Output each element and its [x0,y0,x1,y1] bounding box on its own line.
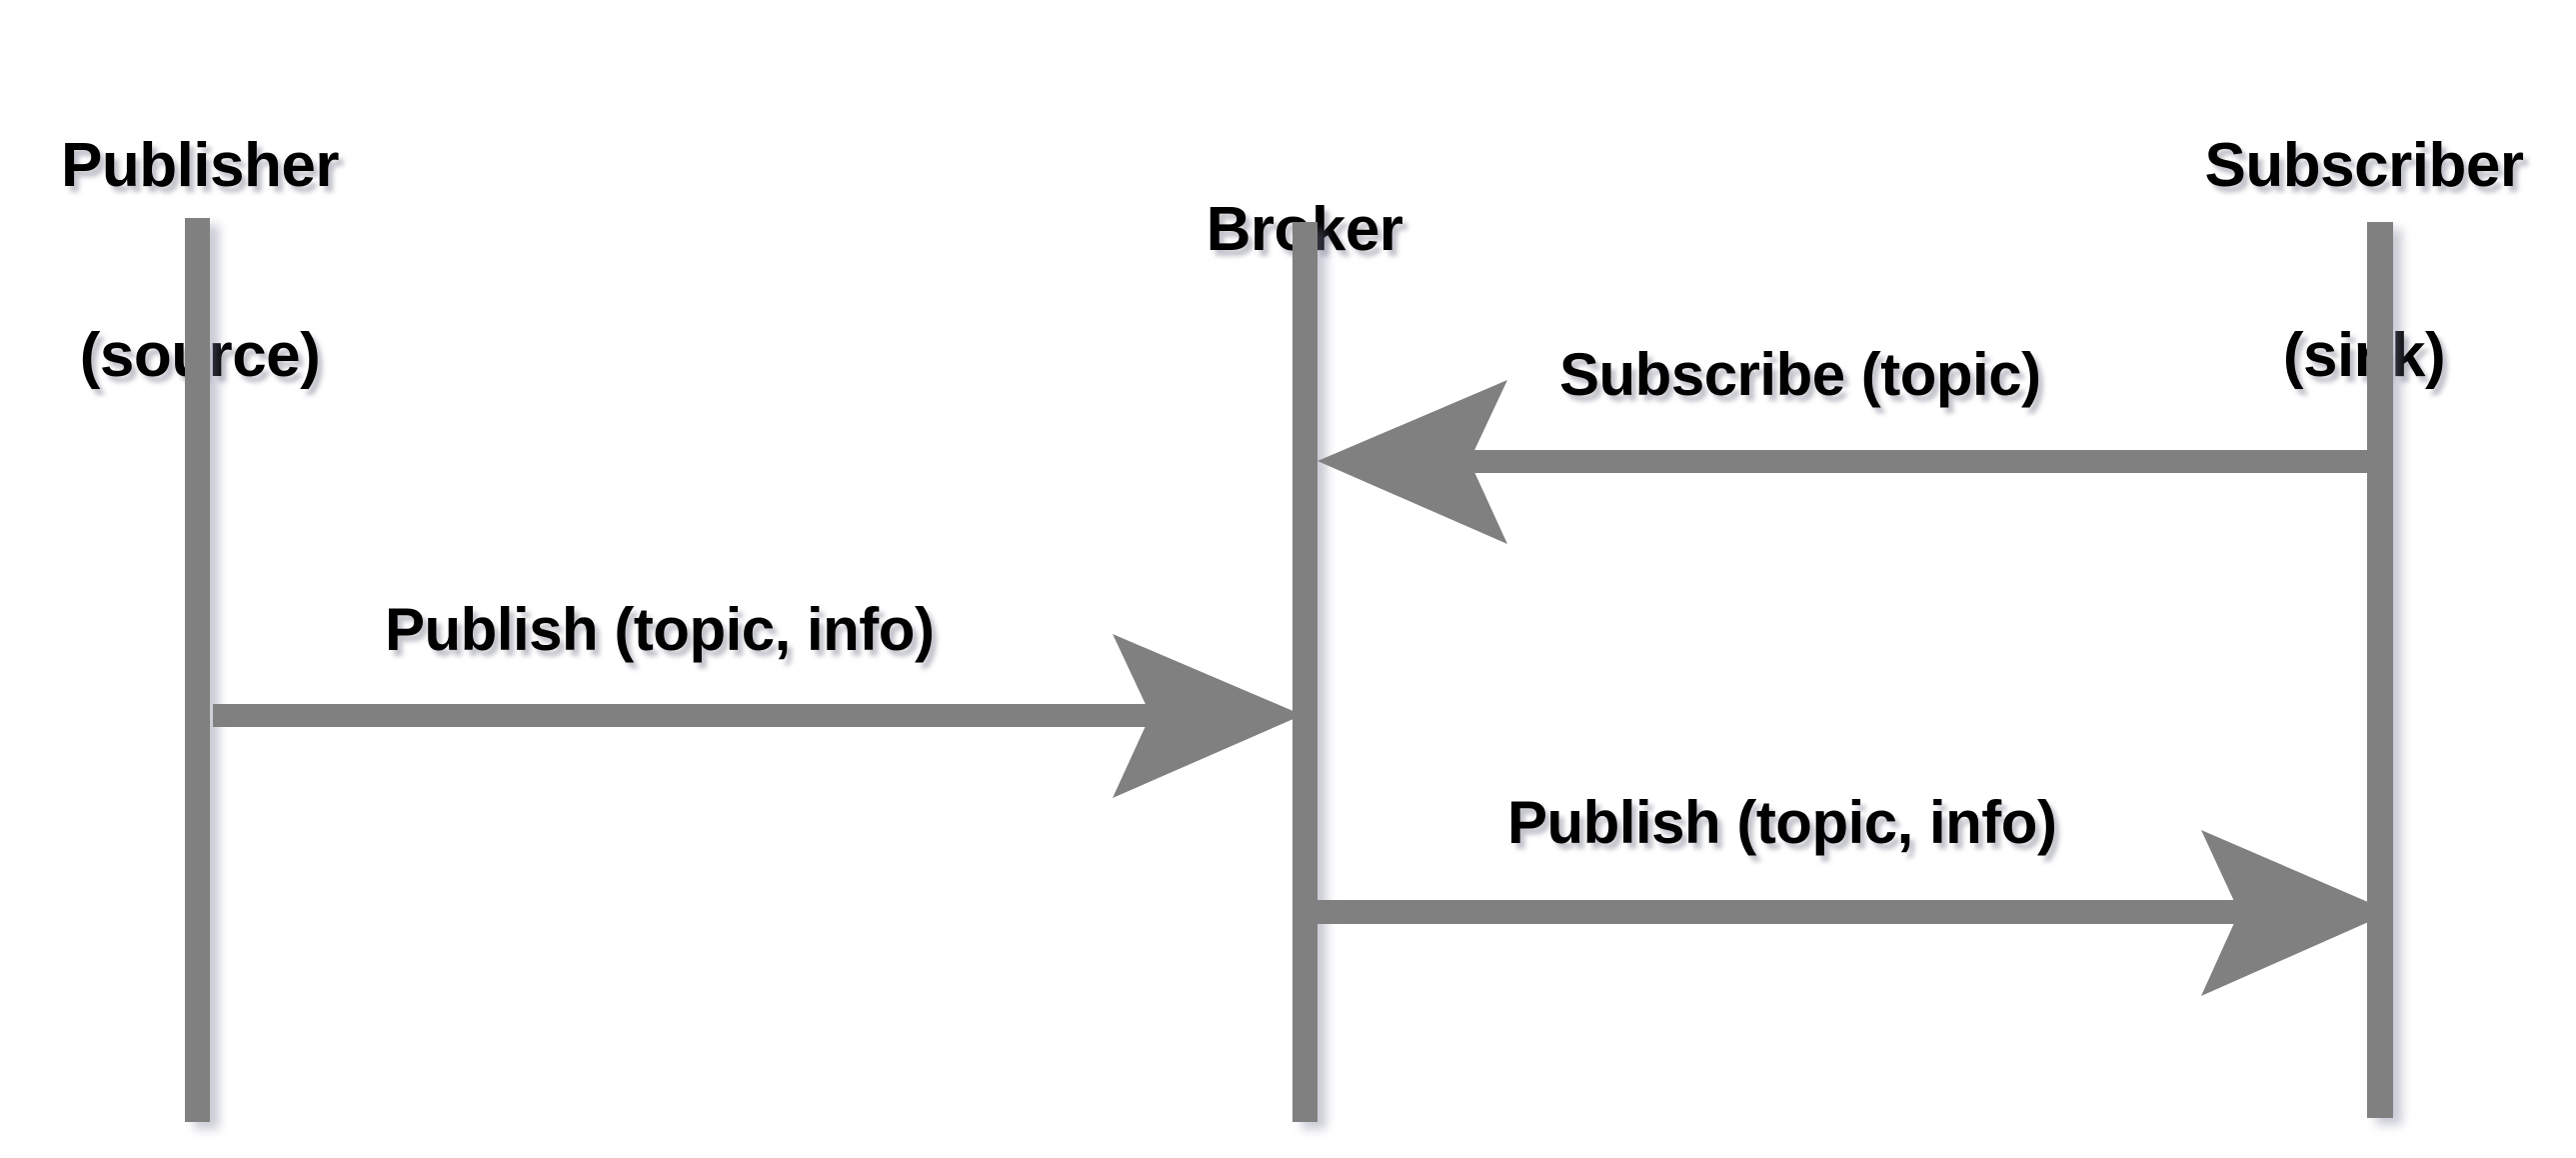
participant-subscriber-line2: (sink) [2282,321,2446,391]
message-arrow-subscribe [1317,378,2383,548]
participant-label-subscriber: Subscriber (sink) [2154,8,2574,514]
participant-subscriber-line1: Subscriber [2204,131,2524,201]
message-label-publish-in: Publish (topic, info) [385,596,935,663]
message-arrow-publish-out [1317,828,2391,1000]
lifeline-broker [1292,222,1317,1122]
message-label-publish-out: Publish (topic, info) [1507,789,2057,856]
message-label-subscribe: Subscribe (topic) [1559,341,2041,408]
lifeline-publisher [185,218,210,1122]
message-arrow-publish-in [213,632,1302,802]
participant-publisher-line1: Publisher [60,131,340,201]
lifeline-subscriber [2367,222,2393,1118]
